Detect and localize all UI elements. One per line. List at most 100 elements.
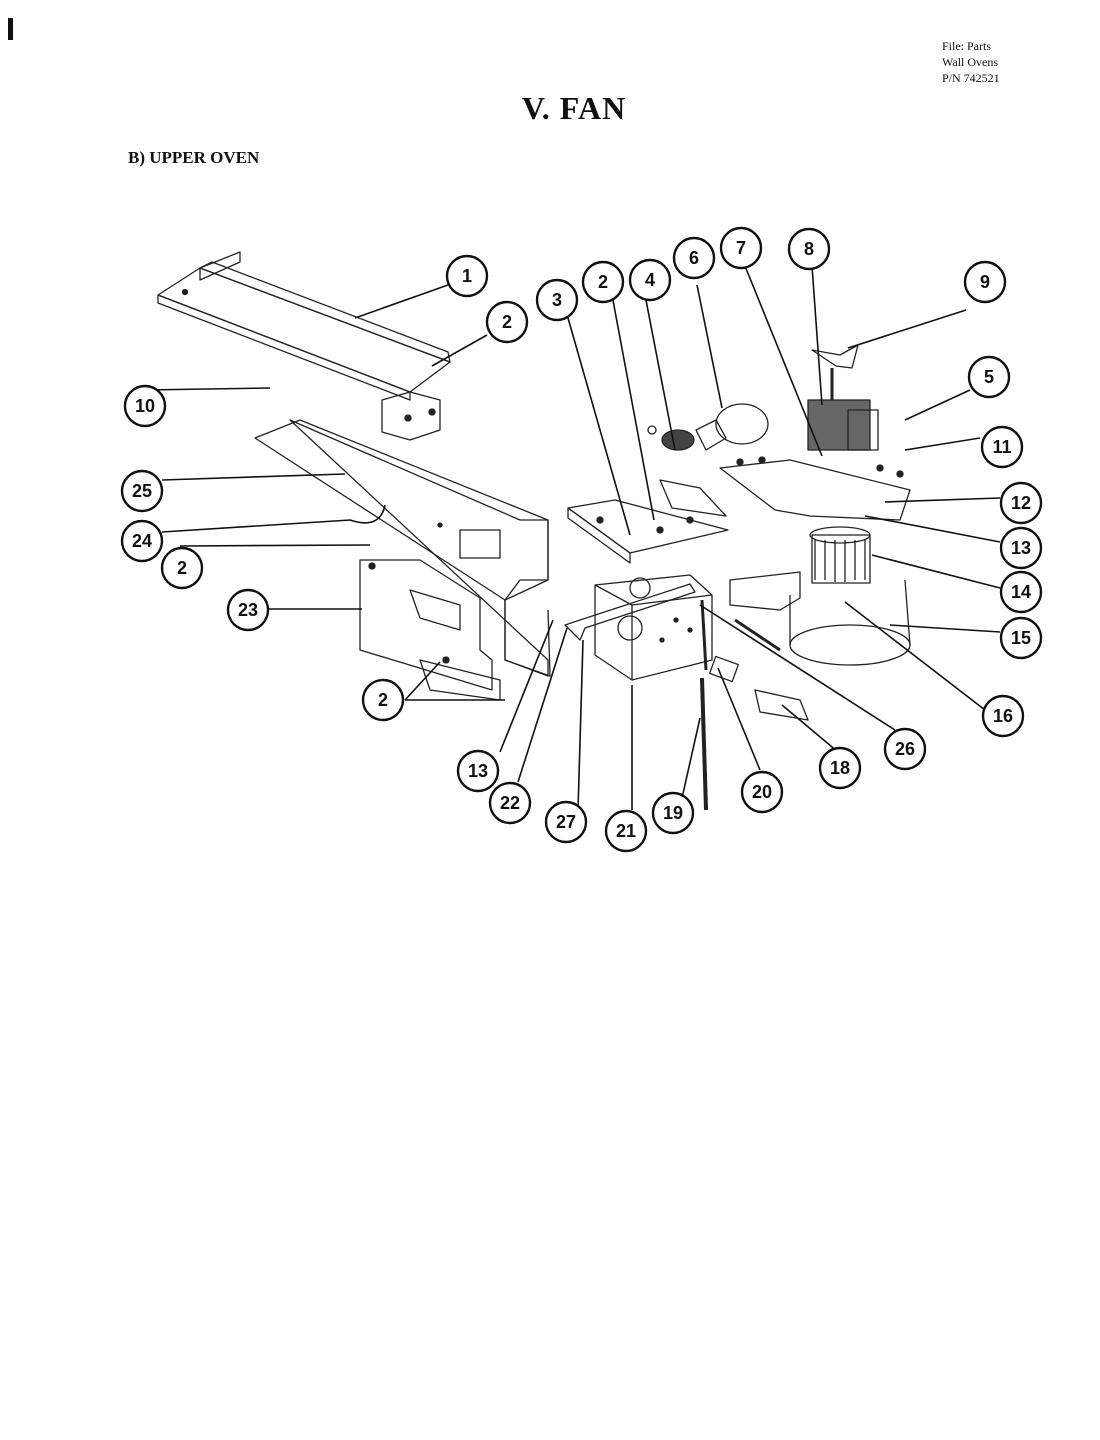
- callout-1: 1: [445, 254, 489, 298]
- callout-2: 2: [160, 546, 204, 590]
- callout-circle: [967, 355, 1011, 399]
- callout-circle: [981, 694, 1025, 738]
- control-box: [594, 574, 713, 681]
- callout-number: 22: [500, 793, 520, 813]
- callout-circle: [818, 746, 862, 790]
- callout-circle: [999, 616, 1043, 660]
- callout-number: 12: [1011, 493, 1031, 513]
- callout-20: 20: [740, 770, 784, 814]
- callout-circle: [604, 809, 648, 853]
- callout-circle: [628, 258, 672, 302]
- callout-13: 13: [999, 526, 1043, 570]
- callout-circle: [963, 260, 1007, 304]
- callout-number: 2: [598, 272, 608, 292]
- callout-circle: [456, 749, 500, 793]
- callout-13: 13: [456, 749, 500, 793]
- callout-5: 5: [967, 355, 1011, 399]
- page-title: V. FAN: [521, 90, 627, 126]
- callout-number: 8: [804, 239, 814, 259]
- callout-8: 8: [787, 227, 831, 271]
- callout-22: 22: [488, 781, 532, 825]
- callout-circle: [787, 227, 831, 271]
- callout-11: 11: [980, 425, 1024, 469]
- callout-18: 18: [818, 746, 862, 790]
- callout-number: 24: [132, 531, 152, 551]
- callout-2: 2: [485, 300, 529, 344]
- fan-motor-assembly: [807, 344, 879, 451]
- callout-circle: [980, 425, 1024, 469]
- motor-mounting-plate: [719, 456, 911, 521]
- callout-12: 12: [999, 481, 1043, 525]
- scan-mark: [8, 18, 13, 40]
- file-reference: File: Parts Wall Ovens P/N 742521: [942, 38, 1000, 86]
- callout-number: 1: [462, 266, 472, 286]
- callout-circle: [719, 226, 763, 270]
- callout-number: 16: [993, 706, 1013, 726]
- callout-16: 16: [981, 694, 1025, 738]
- callout-number: 4: [645, 270, 655, 290]
- threaded-rod: [700, 599, 708, 811]
- callout-number: 25: [132, 481, 152, 501]
- callout-23: 23: [226, 588, 270, 632]
- callout-number: 5: [984, 367, 994, 387]
- part-number: P/N 742521: [942, 71, 1000, 85]
- callout-27: 27: [544, 800, 588, 844]
- callout-number: 15: [1011, 628, 1031, 648]
- callout-number: 14: [1011, 582, 1031, 602]
- fan-duct-housing: [254, 419, 551, 677]
- callout-7: 7: [719, 226, 763, 270]
- callout-circle: [999, 481, 1043, 525]
- callout-circle: [361, 678, 405, 722]
- file-line: Wall Ovens: [942, 55, 999, 69]
- callout-4: 4: [628, 258, 672, 302]
- callout-number: 11: [992, 437, 1011, 457]
- callout-circle: [672, 236, 716, 280]
- linkage-arm: [564, 583, 696, 641]
- callout-19: 19: [651, 791, 695, 835]
- section-title: B) UPPER OVEN: [128, 148, 260, 167]
- callout-2: 2: [361, 678, 405, 722]
- callout-circle: [488, 781, 532, 825]
- callout-circle: [883, 727, 927, 771]
- callout-2: 2: [581, 260, 625, 304]
- callout-circle: [544, 800, 588, 844]
- callout-number: 7: [736, 238, 746, 258]
- callout-number: 23: [238, 600, 258, 620]
- callout-circle: [535, 278, 579, 322]
- top-channel-part: [157, 251, 451, 441]
- callout-circle: [740, 770, 784, 814]
- callout-number: 21: [616, 821, 636, 841]
- callout-number: 19: [663, 803, 683, 823]
- callout-9: 9: [963, 260, 1007, 304]
- callout-15: 15: [999, 616, 1043, 660]
- callout-number: 2: [177, 558, 187, 578]
- callout-21: 21: [604, 809, 648, 853]
- callout-number: 20: [752, 782, 772, 802]
- callout-number: 2: [378, 690, 388, 710]
- switch-part: [708, 655, 809, 721]
- blower-assembly: [729, 526, 911, 666]
- callout-circle: [651, 791, 695, 835]
- callout-number: 10: [135, 396, 155, 416]
- bracket-plate: [567, 479, 729, 564]
- file-line: File: Parts: [942, 39, 992, 53]
- callout-circle: [999, 570, 1043, 614]
- callout-number: 9: [980, 272, 990, 292]
- callout-number: 18: [830, 758, 850, 778]
- callout-circle: [120, 469, 164, 513]
- callout-6: 6: [672, 236, 716, 280]
- callout-number: 2: [502, 312, 512, 332]
- callout-circle: [160, 546, 204, 590]
- callout-number: 27: [556, 812, 576, 832]
- callout-24: 24: [120, 519, 164, 563]
- callout-25: 25: [120, 469, 164, 513]
- callout-circle: [226, 588, 270, 632]
- callout-26: 26: [883, 727, 927, 771]
- callout-10: 10: [123, 384, 167, 428]
- callout-circle: [445, 254, 489, 298]
- callout-circle: [581, 260, 625, 304]
- callout-circle: [999, 526, 1043, 570]
- lamp-assembly: [647, 403, 769, 451]
- callout-number: 6: [689, 248, 699, 268]
- callout-number: 26: [895, 739, 915, 759]
